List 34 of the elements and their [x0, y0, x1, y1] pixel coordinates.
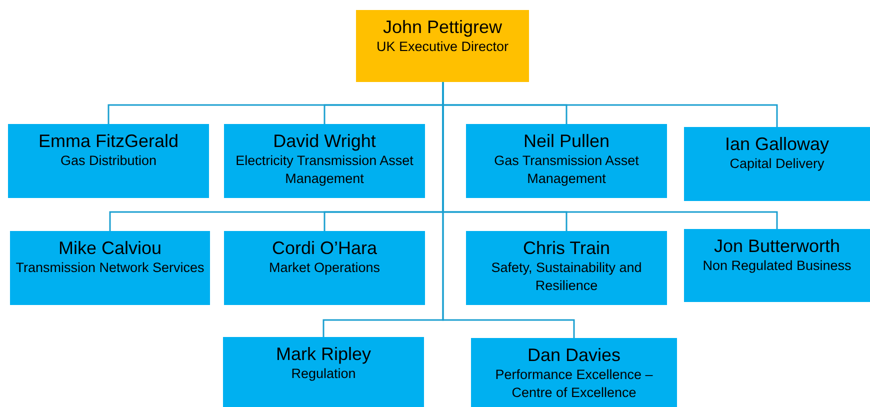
role-title: Non Regulated Business [702, 257, 852, 275]
role-title: Regulation [290, 365, 357, 383]
person-name: Ian Galloway [724, 133, 830, 155]
org-box [471, 338, 677, 407]
org-box [684, 127, 870, 201]
person-name: Jon Butterworth [714, 235, 840, 257]
org-box [466, 124, 667, 198]
org-box [223, 337, 424, 407]
org-box [10, 231, 210, 305]
person-name: Neil Pullen [523, 130, 610, 152]
person-name: Chris Train [522, 237, 610, 259]
connector-line [442, 82, 575, 338]
person-name: Dan Davies [527, 344, 621, 366]
role-title: Safety, Sustainability and Resilience [490, 259, 643, 295]
role-title: Gas Distribution [59, 152, 158, 170]
role-title: Gas Transmission Asset Management [493, 152, 640, 188]
person-name: Cordi O’Hara [272, 237, 378, 259]
person-name: Mark Ripley [276, 343, 372, 365]
org-box [224, 124, 425, 198]
person-name: Mike Calviou [58, 237, 162, 259]
person-name: John Pettigrew [382, 16, 502, 38]
role-title: Transmission Network Services [14, 259, 206, 277]
role-title: Performance Excellence – Centre of Excellence [494, 366, 654, 402]
org-box [684, 229, 870, 302]
person-name: David Wright [273, 130, 376, 152]
role-title: UK Executive Director [375, 38, 510, 56]
role-title: Electricity Transmission Asset Management [234, 152, 414, 188]
org-box [224, 231, 425, 305]
org-box [356, 10, 529, 82]
org-box [8, 124, 209, 198]
person-name: Emma FitzGerald [38, 130, 179, 152]
role-title: Market Operations [268, 259, 382, 277]
role-title: Capital Delivery [728, 155, 826, 173]
org-box [466, 231, 667, 305]
